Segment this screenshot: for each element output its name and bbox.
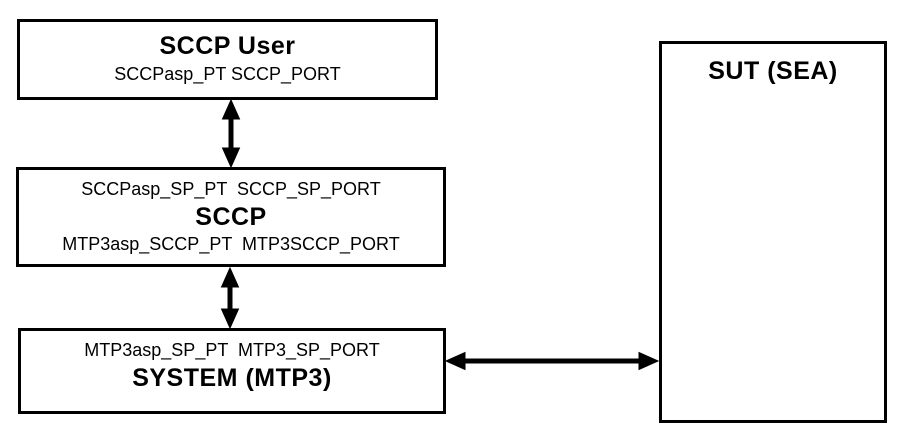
sut-title: SUT (SEA) xyxy=(708,57,838,85)
sccp-box: SCCPasp_SP_PT SCCP_SP_PORT SCCP MTP3asp_… xyxy=(16,167,446,267)
sccp-user-box: SCCP User SCCPasp_PT SCCP_PORT xyxy=(17,19,438,100)
sut-box: SUT (SEA) xyxy=(659,41,887,423)
sccp-title: SCCP xyxy=(195,203,267,231)
system-mtp3-title: SYSTEM (MTP3) xyxy=(132,364,332,392)
sccp-top-ports-label: SCCPasp_SP_PT SCCP_SP_PORT xyxy=(81,179,381,199)
sccp-user-ports-label: SCCPasp_PT SCCP_PORT xyxy=(114,64,341,84)
sccp-bottom-ports-label: MTP3asp_SCCP_PT MTP3SCCP_PORT xyxy=(62,234,400,254)
system-mtp3-ports-label: MTP3asp_SP_PT MTP3_SP_PORT xyxy=(84,340,380,360)
system-mtp3-box: MTP3asp_SP_PT MTP3_SP_PORT SYSTEM (MTP3) xyxy=(18,328,446,414)
sccp-user-title: SCCP User xyxy=(159,32,296,60)
bidirectional-arrow-sccp-system xyxy=(220,266,240,330)
bidirectional-arrow-system-sut xyxy=(444,351,660,371)
bidirectional-arrow-sccpuser-sccp xyxy=(221,98,241,169)
